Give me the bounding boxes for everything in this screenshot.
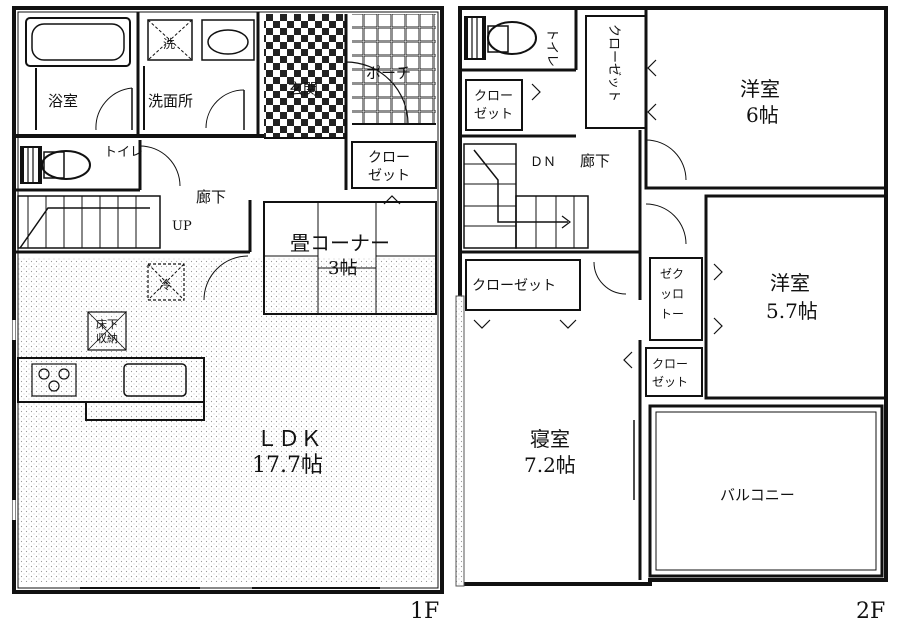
- floor1-outer-wall: [12, 6, 444, 594]
- ldk-size: 17.7帖: [252, 453, 323, 478]
- stairs-down: [463, 143, 589, 249]
- tatami-size: 3帖: [328, 258, 357, 279]
- toilet-2f-label: トイレ: [544, 28, 559, 67]
- western-room-1: [644, 6, 888, 190]
- western1-size: 6帖: [746, 103, 779, 127]
- closet-2f-wide: [465, 259, 581, 311]
- balcony: [648, 404, 884, 578]
- stairs-up: [17, 195, 161, 249]
- front-door-swing: [345, 61, 409, 125]
- entrance-label: 玄関: [288, 80, 318, 98]
- hallway-2f-label: 廊下: [580, 152, 610, 170]
- floor-2: トイレ クローゼット クロー ゼット 洋室 6帖 ＤＮ 廊下: [455, 6, 888, 624]
- closet-mid-label: ゼク ッロ トー: [660, 267, 688, 321]
- wash-mark: 洗: [163, 37, 175, 51]
- closet-low-label: クロー ゼット: [652, 357, 692, 389]
- fridge-icon: [147, 263, 185, 301]
- porch-label: ポーチ: [366, 64, 411, 82]
- closet-vertical-label: クローゼット: [606, 24, 621, 102]
- western-room-2: [704, 194, 888, 400]
- kitchen-counter: [17, 357, 205, 421]
- bath-label: 浴室: [48, 92, 78, 110]
- toilet-2f-icon: [487, 21, 537, 55]
- porch-floor: [352, 14, 436, 124]
- entrance-floor: [264, 14, 346, 138]
- underfloor-storage-icon: [87, 311, 127, 351]
- closet-1f-label: クロー ゼット: [368, 150, 414, 184]
- washroom-label: 洗面所: [148, 92, 193, 110]
- closet-wide-label: クローゼット: [472, 278, 556, 294]
- underfloor-label: 床下 収納: [96, 317, 122, 345]
- fridge-mark: 冷: [159, 278, 171, 292]
- ldk-floor: [18, 258, 436, 582]
- stairs-up-label: UP: [172, 219, 192, 234]
- balcony-label: バルコニー: [720, 486, 795, 504]
- bathtub-icon: [25, 17, 131, 67]
- closet-2f-small: [465, 79, 523, 131]
- ldk-label: ＬＤＫ: [256, 427, 322, 452]
- western2-label: 洋室: [770, 271, 810, 295]
- western2-size: 5.7帖: [766, 299, 818, 323]
- closet-2f-mid: [649, 257, 703, 341]
- western1-label: 洋室: [740, 77, 780, 101]
- floor2-label: 2F: [856, 599, 885, 624]
- closet-1f: [351, 141, 437, 189]
- floor-1: 浴室 洗 洗面所 玄関 ポーチ トイレ 廊下: [12, 6, 444, 624]
- bedroom-size: 7.2帖: [524, 453, 576, 477]
- bedroom-label: 寝室: [530, 427, 570, 451]
- closet-small-label: クロー ゼット: [474, 89, 517, 122]
- closet-2f-low: [645, 347, 703, 397]
- stove-icon: [31, 363, 77, 397]
- floor1-label: 1F: [410, 599, 439, 624]
- toilet-label: トイレ: [104, 145, 143, 160]
- washing-machine-icon: [147, 19, 193, 61]
- stairs-down-label: ＤＮ: [530, 155, 556, 170]
- sink-icon: [201, 19, 255, 61]
- hallway-label: 廊下: [196, 188, 226, 206]
- kitchen-sink-icon: [123, 363, 187, 397]
- tatami-label: 畳コーナー: [290, 231, 390, 255]
- tatami-corner: [263, 201, 437, 315]
